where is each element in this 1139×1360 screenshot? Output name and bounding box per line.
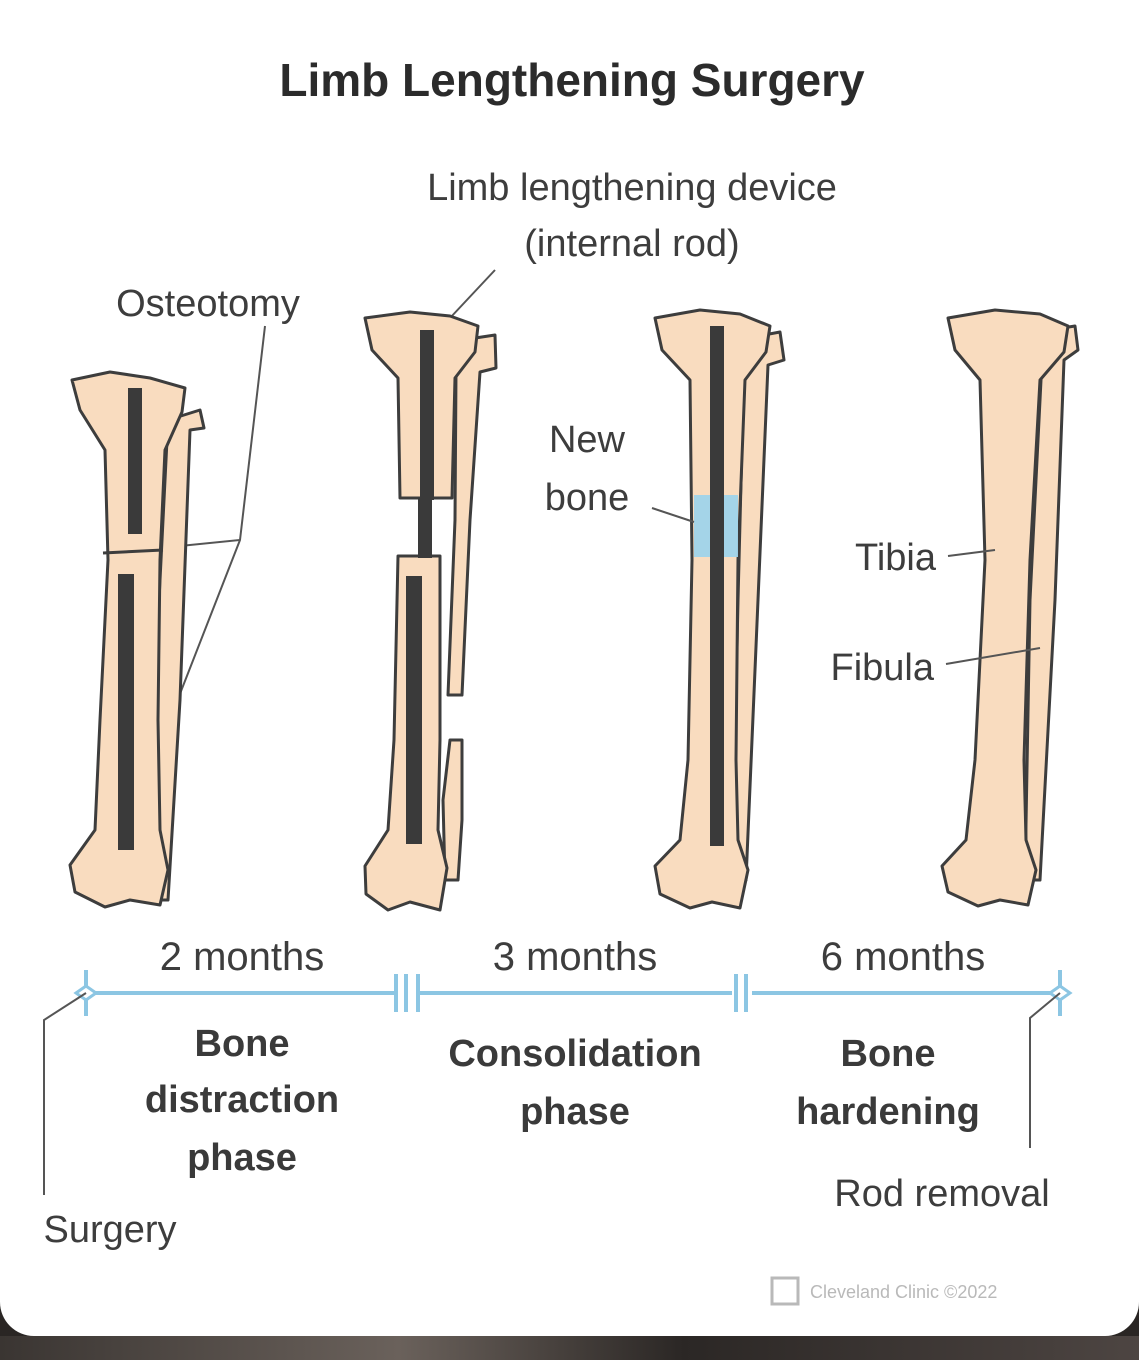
fibula-leader-line [945,647,1041,665]
rod-upper-2 [420,330,434,500]
rod-3 [710,326,724,846]
leg-stage-osteotomy [68,370,206,909]
osteotomy-cut [102,548,164,555]
rod-removal-leader-line [1029,992,1061,1148]
rod-lower-2 [406,576,422,844]
credit-text: Cleveland Clinic ©2022 [810,1282,997,1302]
timeline-endpoints [73,984,1073,1002]
tibia-leader-line [947,549,996,557]
new-bone-label-line2: bone [545,477,630,519]
cleveland-clinic-logo-icon [770,1276,800,1306]
figure-title: Limb Lengthening Surgery [279,54,865,106]
leg-stage-consolidation [653,308,786,910]
device-label-line2: (internal rod) [524,223,739,265]
osteotomy-label: Osteotomy [116,283,300,325]
device-label-line1: Limb lengthening device [427,167,837,209]
rod-extension-2 [418,498,432,558]
tibia-bone-4 [940,308,1070,908]
phase-1-line2: distraction [145,1079,339,1121]
rod-removal-label: Rod removal [834,1173,1049,1215]
duration-label-2: 3 months [493,935,658,979]
new-bone-label-line1: New [549,419,626,461]
fibula-label: Fibula [831,647,935,689]
duration-label-3: 6 months [821,935,986,979]
fibula-bone-2-upper [446,333,498,697]
rod-upper-1 [128,388,142,534]
phase-1-line1: Bone [195,1023,290,1065]
background-strip [0,1336,1139,1360]
phase-2-line1: Consolidation [448,1033,701,1075]
fibula-bone-4 [1023,324,1080,882]
phase-3-line1: Bone [841,1033,936,1075]
leg-stage-distraction [363,310,498,912]
phase-2-line2: phase [520,1091,630,1133]
device-leader-line [449,269,496,319]
leg-stage-healed [940,308,1080,908]
phase-3-line2: hardening [796,1091,980,1133]
duration-label-1: 2 months [160,935,325,979]
surgery-leader-line [43,992,87,1195]
surgery-label: Surgery [43,1209,176,1251]
phase-1-line3: phase [187,1137,297,1179]
fibula-bone-2-lower [441,738,464,882]
rod-lower-1 [118,574,134,850]
tibia-label: Tibia [855,537,937,579]
new-bone-leader-line [651,507,695,523]
